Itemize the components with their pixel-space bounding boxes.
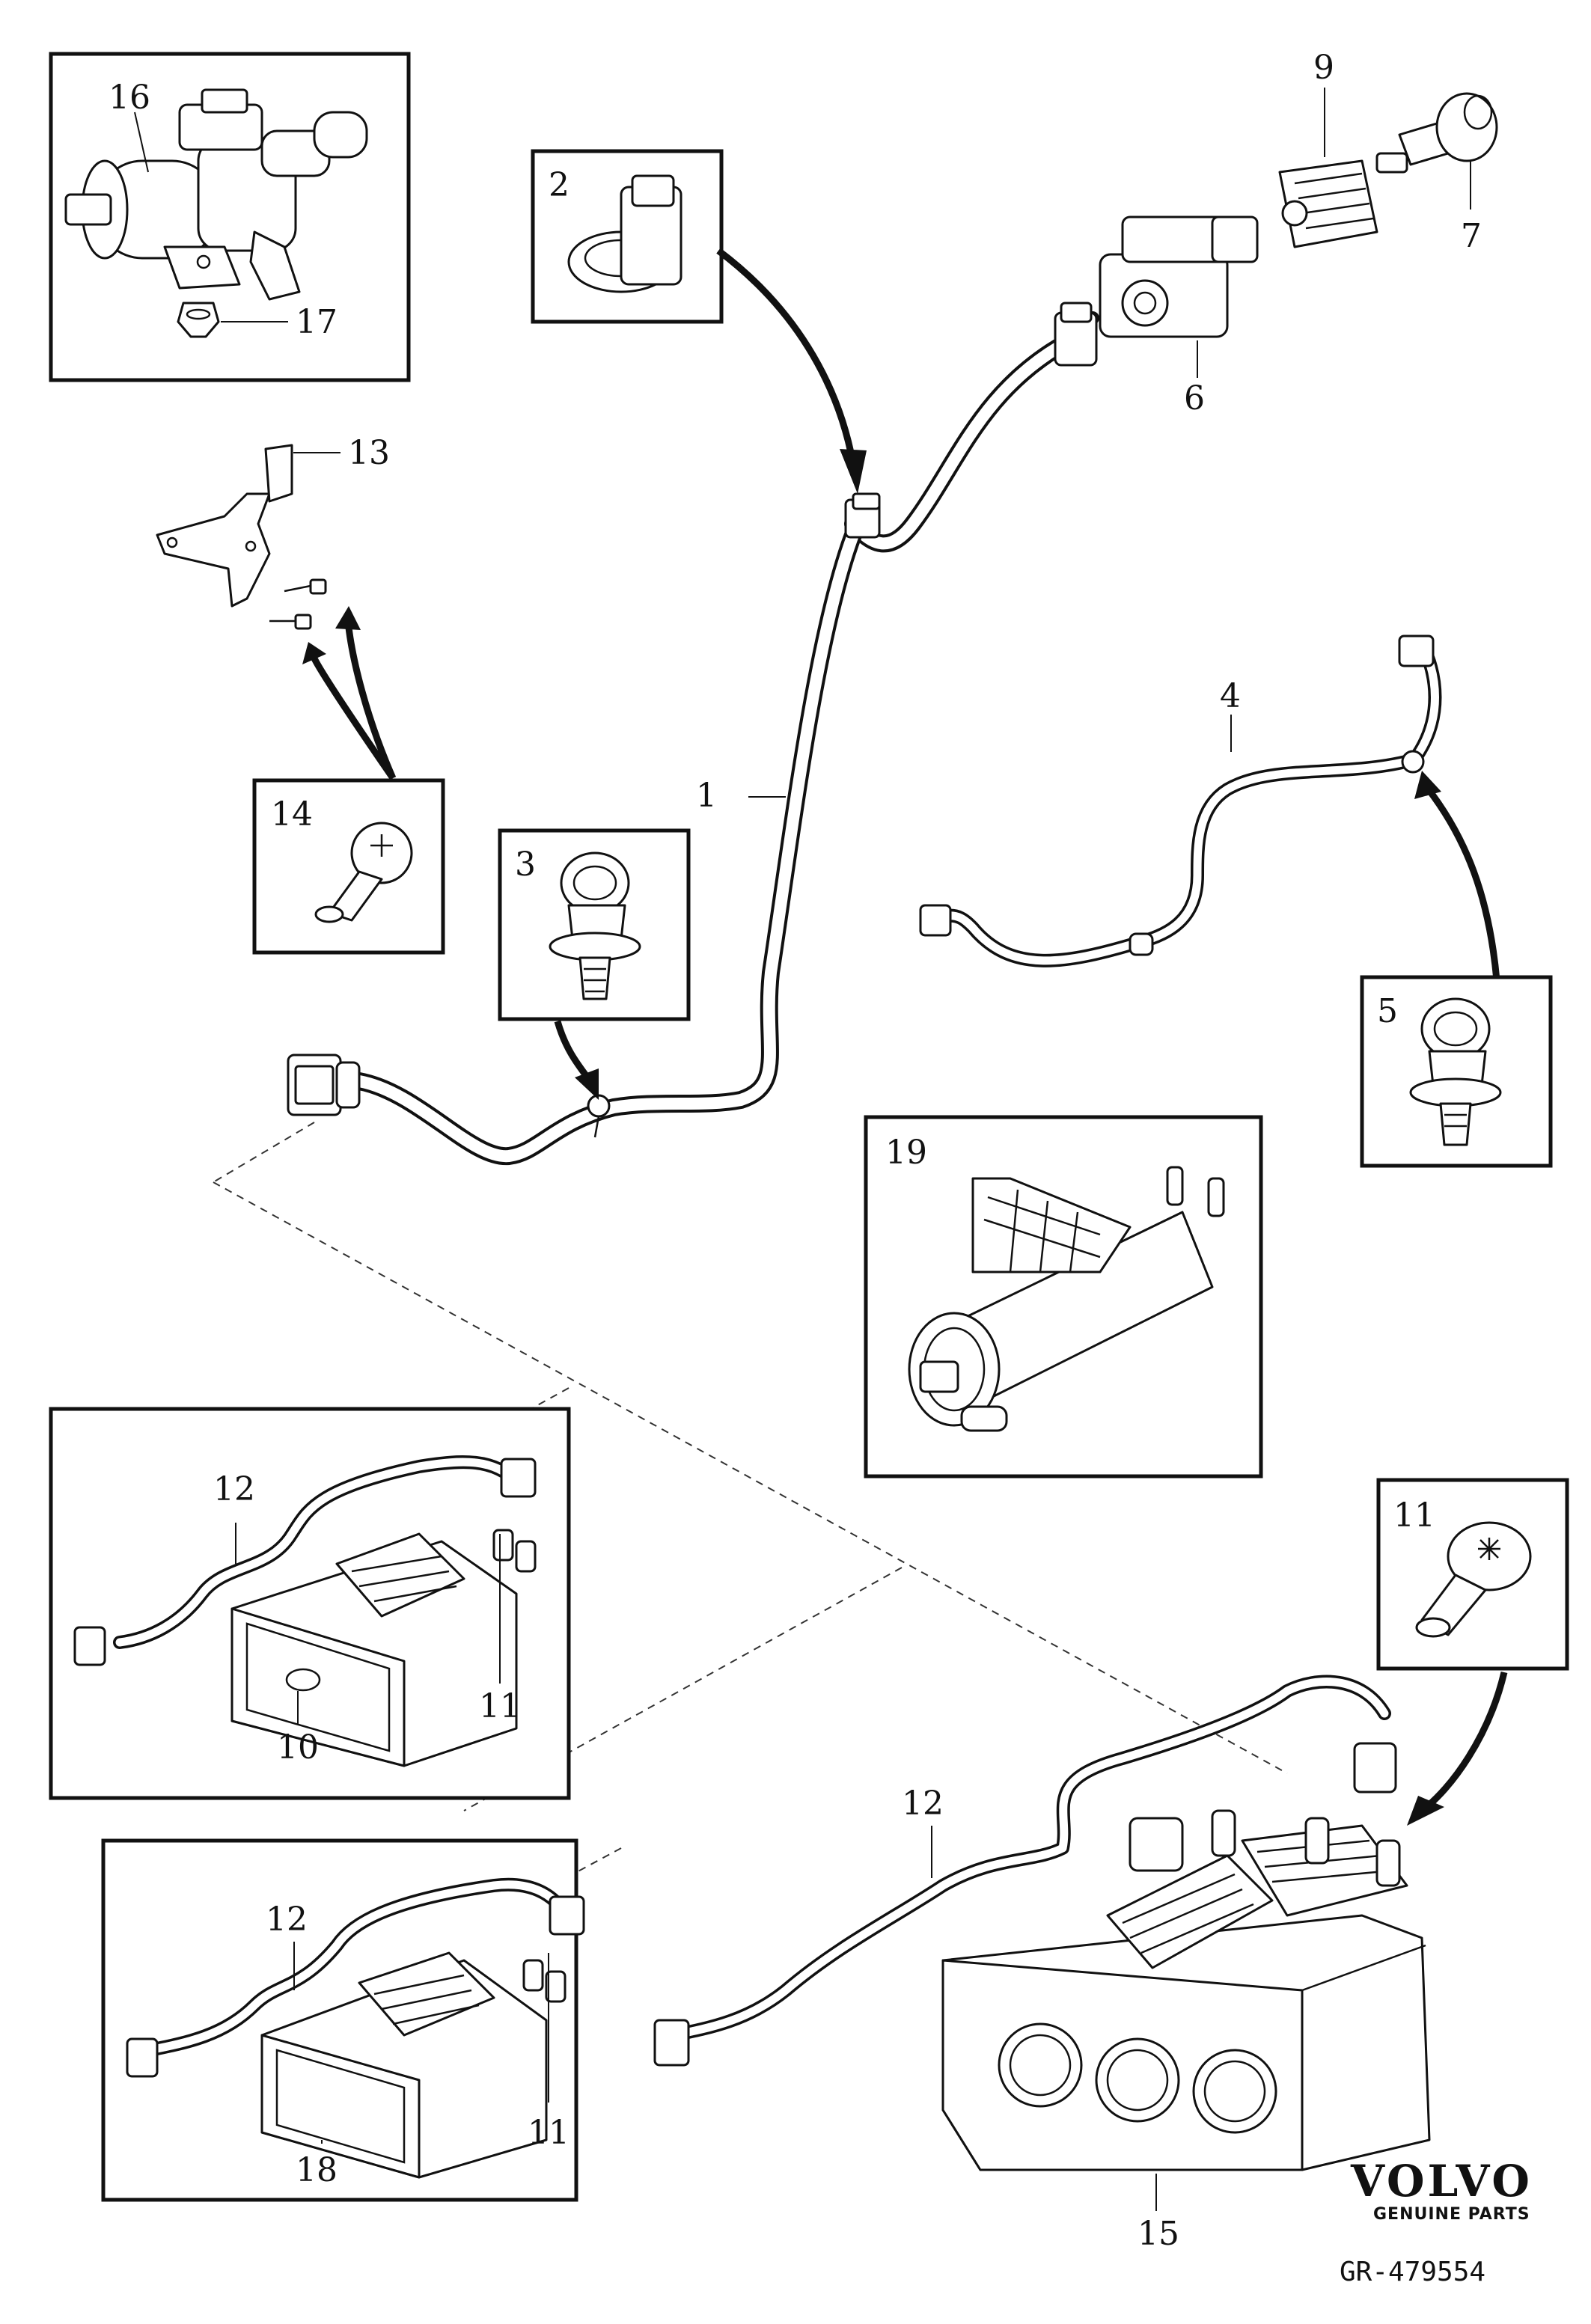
torx-screw-icon: [314, 822, 413, 923]
brand-name: VOLVO: [1350, 2156, 1533, 2207]
callout-10: 10: [277, 1728, 319, 1767]
detail-box-canister-18: 12 18 11: [101, 1838, 585, 2202]
hose-12-detail-18: [126, 1877, 585, 2078]
connector-icon: [287, 1054, 361, 1116]
callout-18: 18: [296, 2151, 338, 2189]
detail-box-screw-14: 14: [252, 778, 445, 955]
callout-7: 7: [1461, 217, 1482, 255]
callout-1: 1: [696, 777, 717, 815]
hose-1: [287, 331, 1079, 1166]
canister-icon: [230, 1529, 537, 1767]
detail-box-screw-11: 11: [1376, 1478, 1569, 1671]
detail-box-canister-19: 19: [864, 1115, 1263, 1479]
detail-box-purge-valve: 16 17: [49, 52, 411, 382]
callout-11-detail-18: 11: [528, 2114, 569, 2152]
callout-17: 17: [296, 303, 338, 341]
canister-icon: [908, 1166, 1225, 1432]
callout-11-detail: 11: [1393, 1496, 1435, 1535]
connector-icon: [844, 492, 881, 539]
torx-screw-icon: [1415, 1521, 1532, 1638]
callout-12-detail-10: 12: [213, 1470, 255, 1508]
callout-14: 14: [271, 795, 313, 834]
callout-9: 9: [1313, 49, 1334, 87]
callout-2: 2: [549, 166, 569, 204]
connector-icon: [126, 2037, 159, 2078]
detail-box-push-clip-5: 5: [1360, 975, 1553, 1168]
detail-box-push-clip-3: 3: [498, 828, 691, 1021]
connector-icon: [73, 1626, 106, 1666]
callout-15: 15: [1137, 2215, 1179, 2253]
radiator-icon: [1278, 159, 1378, 248]
detail-box-clip-2: 2: [531, 149, 724, 324]
connector-icon: [1054, 302, 1098, 367]
canister-icon: [260, 1951, 567, 2179]
canister-15: [653, 1675, 1431, 2171]
brand-tagline: GENUINE PARTS: [1373, 2205, 1530, 2224]
push-clip-icon: [549, 851, 641, 1000]
volvo-logo: VOLVO GENUINE PARTS: [1350, 2156, 1533, 2224]
callout-12-main: 12: [902, 1785, 944, 1823]
reference-number: GR-479554: [1340, 2257, 1485, 2287]
connector-icon: [1398, 634, 1435, 667]
bracket-icon: [156, 444, 327, 630]
callout-11-detail-10: 11: [479, 1687, 521, 1725]
hose-12-detail-10: [73, 1455, 537, 1666]
clip-icon: [567, 174, 682, 293]
push-clip-icon: [1409, 997, 1502, 1146]
connector-icon: [653, 2019, 690, 2067]
callout-5: 5: [1377, 992, 1398, 1030]
connector-icon: [919, 904, 952, 937]
nut-icon: [177, 302, 220, 338]
hose-4: [919, 634, 1442, 967]
sensor-icon: [1375, 92, 1498, 174]
callout-19: 19: [885, 1134, 927, 1172]
callout-13: 13: [348, 434, 390, 472]
callout-12-detail-18: 12: [266, 1901, 308, 1939]
callout-6: 6: [1184, 379, 1205, 418]
connector-icon: [500, 1458, 537, 1498]
callout-16: 16: [109, 79, 150, 117]
actuator-assembly: 6 9 7: [1054, 49, 1498, 418]
connector-icon: [549, 1895, 585, 1936]
callout-3: 3: [515, 845, 536, 884]
detail-box-canister-10: 12 10 11: [49, 1407, 571, 1800]
callout-4: 4: [1220, 677, 1241, 715]
connector-icon: [1353, 1742, 1397, 1794]
valve-icon: [64, 88, 368, 301]
